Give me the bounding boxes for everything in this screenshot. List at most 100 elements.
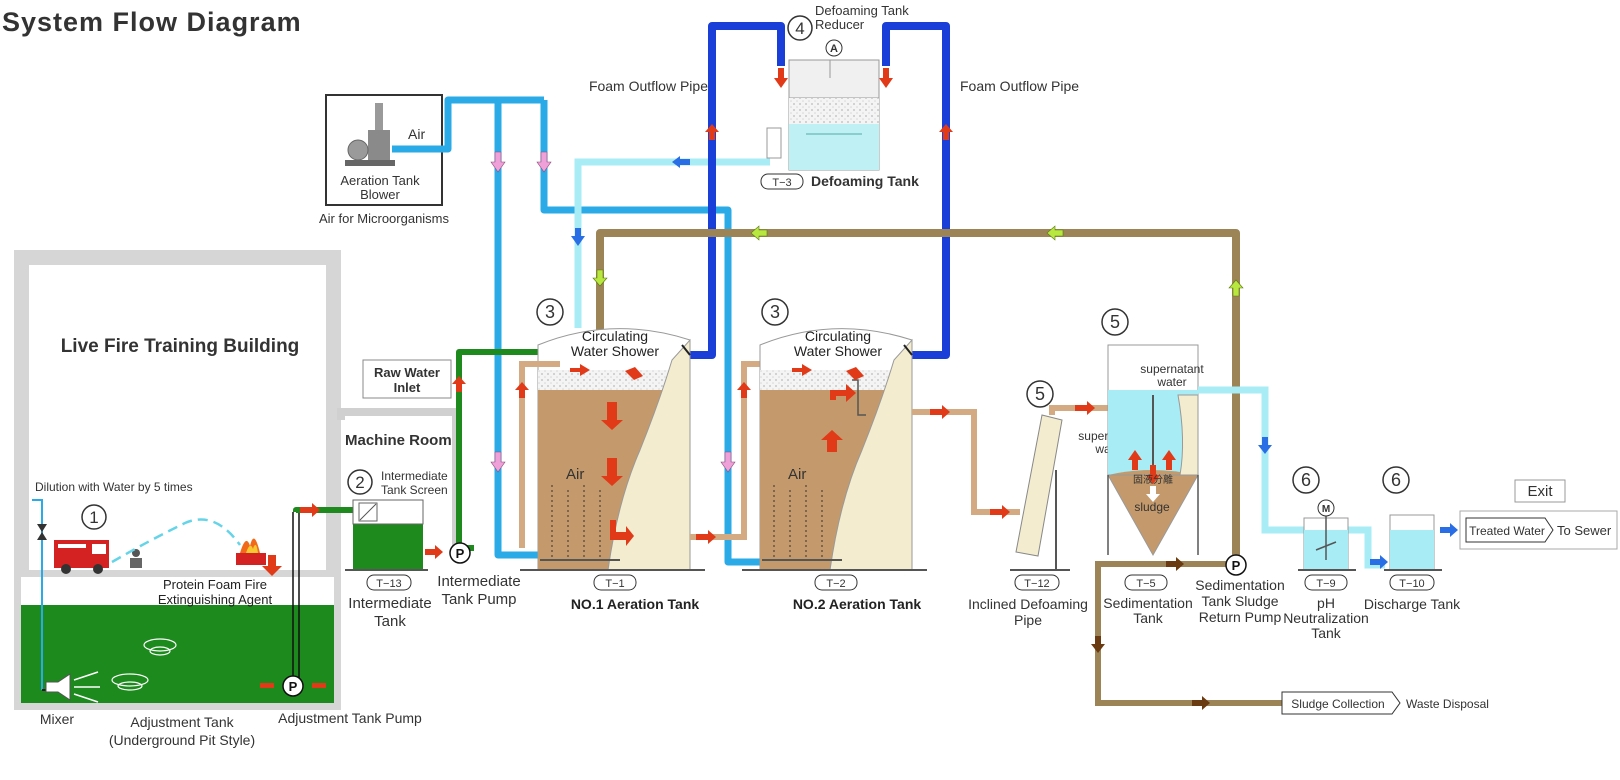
sedimentation-arrows — [1128, 450, 1176, 484]
svg-text:T−12: T−12 — [1024, 578, 1049, 590]
fire-icon — [236, 538, 266, 565]
svg-text:Machine Room: Machine Room — [345, 432, 452, 449]
svg-text:2: 2 — [355, 473, 364, 492]
svg-text:Raw Water: Raw Water — [374, 365, 440, 380]
number-badge-2: 2 — [347, 469, 373, 495]
agent-label-2: Extinguishing Agent — [158, 592, 273, 607]
building-label: Live Fire Training Building — [61, 336, 300, 357]
sed-tank-label-2: Tank — [1133, 610, 1164, 626]
raw-water-inlet: Raw Water Inlet — [362, 359, 452, 399]
sed-supernatant-2: water — [1156, 375, 1186, 389]
intermediate-tank — [352, 499, 443, 570]
svg-text:T−3: T−3 — [772, 177, 791, 189]
svg-text:5: 5 — [1110, 312, 1120, 332]
svg-text:Sludge Collection: Sludge Collection — [1291, 697, 1384, 711]
mixer-label: Mixer — [40, 711, 75, 727]
defoaming-motor-symbol: A — [830, 43, 838, 55]
defoaming-tank: A — [766, 39, 880, 171]
treated-water-arrow-3 — [1440, 523, 1458, 537]
firefighter-icon — [130, 549, 142, 568]
agent-label-1: Protein Foam Fire — [163, 577, 267, 592]
foam-outflow-label-left: Foam Outflow Pipe — [589, 78, 708, 94]
tag-t9: T−9 — [1304, 574, 1348, 591]
t1-air-label: Air — [566, 466, 584, 483]
inclined-label-1: Inclined Defoaming — [968, 596, 1088, 612]
t1-feed-pipe — [519, 361, 560, 548]
svg-text:T−5: T−5 — [1136, 578, 1155, 590]
number-badge-1: 1 — [81, 504, 107, 530]
tag-t12: T−12 — [1014, 574, 1060, 591]
sludge-collect-arrow — [1166, 557, 1184, 571]
sed-settle-arrow — [1146, 486, 1160, 502]
svg-text:P: P — [1232, 558, 1241, 573]
inclined-label-2: Pipe — [1014, 612, 1042, 628]
to-sewer-label: To Sewer — [1557, 523, 1612, 538]
svg-text:3: 3 — [770, 302, 780, 322]
sludge-down-arrow — [1091, 636, 1105, 653]
t2-outflow-arrow-2 — [990, 505, 1010, 519]
blower-air-label: Air — [408, 126, 425, 142]
circulation-arrows — [592, 225, 1244, 297]
ph-neutralization-tank: M — [1298, 499, 1356, 571]
number-badge-6a: 6 — [1292, 466, 1320, 494]
t2-label: NO.2 Aeration Tank — [793, 596, 922, 612]
adjustment-tank-label-2: (Underground Pit Style) — [109, 732, 255, 748]
exit-box: Treated Water To Sewer — [1459, 510, 1618, 550]
inclined-to-sed-arrow — [1075, 401, 1095, 415]
t1-label: NO.1 Aeration Tank — [571, 596, 700, 612]
discharge-tank-label: Discharge Tank — [1364, 596, 1461, 612]
treated-water-arrow-2 — [1370, 555, 1388, 569]
sedimentation-tank — [1098, 344, 1245, 566]
t1-diffuser-bubbles — [551, 485, 601, 560]
t1-shower-label-1: Circulating — [582, 328, 648, 344]
adjustment-pump-label: Adjustment Tank Pump — [278, 710, 422, 726]
page-title: System Flow Diagram — [2, 7, 302, 37]
ph-label-3: Tank — [1311, 625, 1342, 641]
svg-text:T−13: T−13 — [376, 578, 401, 590]
waste-disposal-label: Waste Disposal — [1406, 697, 1489, 711]
air-for-microorganisms-label: Air for Microorganisms — [319, 211, 450, 226]
number-badge-5a: 5 — [1026, 380, 1054, 408]
foam-outflow-arrows — [705, 68, 953, 140]
adjustment-out-arrow — [300, 503, 320, 517]
number-badge-4: 4 — [787, 15, 813, 41]
number-badge-5b: 5 — [1101, 308, 1129, 336]
tag-t1: T−1 — [593, 574, 637, 591]
intermediate-pump-label-1: Intermediate — [437, 573, 520, 590]
svg-text:T−1: T−1 — [605, 578, 624, 590]
ph-label-1: pH — [1317, 595, 1335, 611]
defoaming-reducer-label-2: Reducer — [815, 17, 865, 32]
t2-shower-label-1: Circulating — [805, 328, 871, 344]
intermediate-pump-label-2: Tank Pump — [441, 591, 516, 608]
defoam-return-arrow — [672, 156, 690, 168]
t2-outflow-arrow-1 — [930, 405, 950, 419]
tag-t10: T−10 — [1389, 574, 1435, 591]
t1-inlet-arrow — [571, 228, 585, 246]
intermediate-pump: P — [449, 542, 471, 564]
svg-text:4: 4 — [795, 19, 804, 38]
svg-text:6: 6 — [1391, 470, 1401, 490]
transfer-arrow-1 — [696, 530, 716, 544]
sed-pump-label-2: Tank Sludge — [1201, 593, 1278, 609]
blower-label-1: Aeration Tank — [340, 173, 420, 188]
sed-sludge-label: sludge — [1134, 500, 1170, 514]
t1-shower-label-2: Water Shower — [571, 343, 660, 359]
svg-text:6: 6 — [1301, 470, 1311, 490]
transfer-arrow-2 — [737, 382, 751, 398]
foam-outflow-label-right: Foam Outflow Pipe — [960, 78, 1079, 94]
sludge-out-pipe — [1095, 565, 1282, 706]
sed-pump-label-1: Sedimentation — [1195, 577, 1285, 593]
sludge-collection: Sludge Collection — [1281, 691, 1401, 715]
sed-separation-label: 固液分離 — [1133, 473, 1173, 486]
discharge-tank — [1384, 514, 1442, 571]
t2-air-label: Air — [788, 466, 806, 483]
inclined-defoaming-pipe — [1010, 414, 1070, 571]
intermediate-screen-label-2: Tank Screen — [381, 483, 448, 497]
fire-truck-icon — [54, 540, 109, 574]
sed-pump-label-3: Return Pump — [1199, 609, 1282, 625]
sed-supernatant-1: supernatant — [1140, 362, 1204, 376]
svg-text:T−10: T−10 — [1399, 578, 1424, 590]
t2-diffuser-bubbles — [773, 485, 823, 560]
number-badge-3b: 3 — [761, 298, 789, 326]
